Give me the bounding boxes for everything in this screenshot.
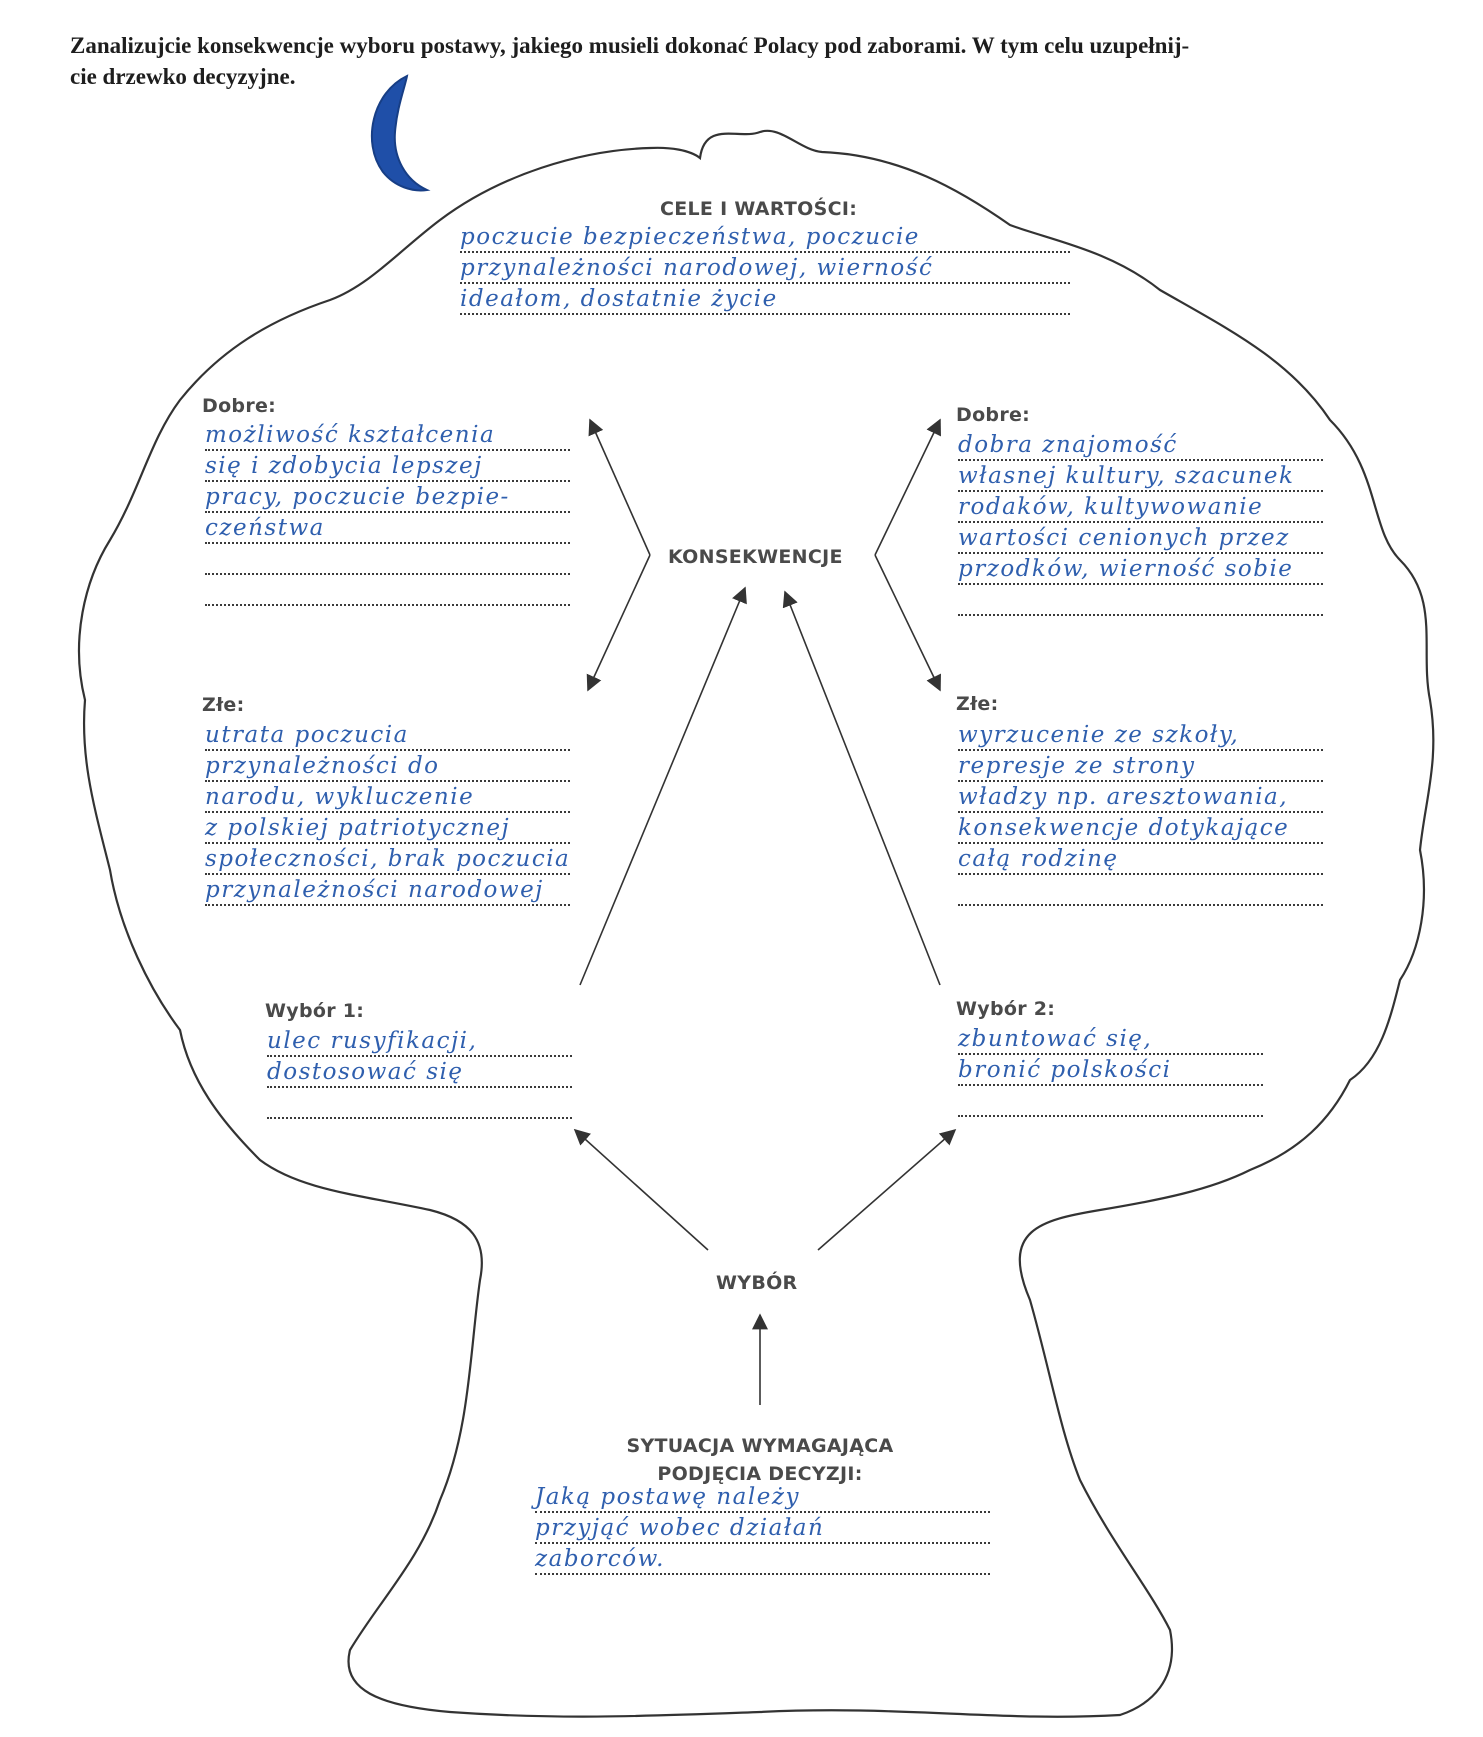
goals-field[interactable]: poczucie bezpieczeństwa, poczucie przyna… bbox=[460, 222, 1070, 315]
left-good-line-1: możliwość kształcenia bbox=[205, 422, 496, 448]
right-bad-line-4: konsekwencje dotykające bbox=[958, 815, 1290, 841]
choice2-line-2: bronić polskości bbox=[958, 1057, 1172, 1083]
left-good-heading: Dobre: bbox=[202, 395, 277, 417]
arrow-icon bbox=[817, 1128, 957, 1251]
right-bad-line-1: wyrzucenie ze szkoły, bbox=[958, 722, 1240, 748]
left-bad-heading: Złe: bbox=[202, 694, 245, 716]
choice2-field[interactable]: zbuntować się, bronić polskości bbox=[958, 1024, 1263, 1117]
situation-line-2: przyjąć wobec działań bbox=[535, 1515, 825, 1541]
right-bad-heading: Złe: bbox=[956, 693, 999, 715]
choice1-line-2: dostosować się bbox=[267, 1059, 464, 1085]
right-good-line-4: wartości cenionych przez bbox=[958, 525, 1290, 551]
arrow-icon bbox=[588, 418, 651, 556]
choice1-heading: Wybór 1: bbox=[265, 1000, 365, 1022]
arrow-icon bbox=[586, 554, 651, 692]
right-good-line-1: dobra znajomość bbox=[958, 432, 1178, 458]
instruction-line-1: Zanalizujcie konsekwencje wyboru postawy… bbox=[70, 33, 1190, 58]
right-bad-field[interactable]: wyrzucenie ze szkoły, represje ze strony… bbox=[958, 720, 1323, 906]
goals-line-3: ideałom, dostatnie życie bbox=[460, 286, 778, 312]
left-bad-line-5: społeczności, brak poczucia bbox=[205, 846, 571, 872]
right-bad-line-2: represje ze strony bbox=[958, 753, 1196, 779]
situation-heading-line-2: PODJĘCIA DECYZJI: bbox=[657, 1463, 863, 1485]
right-good-field[interactable]: dobra znajomość własnej kultury, szacune… bbox=[958, 430, 1323, 616]
arrow-icon bbox=[874, 418, 941, 556]
goals-line-2: przynależności narodowej, wierność bbox=[460, 255, 934, 281]
choice2-line-1: zbuntować się, bbox=[958, 1026, 1153, 1052]
situation-field[interactable]: Jaką postawę należy przyjąć wobec działa… bbox=[535, 1482, 990, 1575]
left-bad-line-4: z polskiej patriotycznej bbox=[205, 815, 511, 841]
choice-heading: WYBÓR bbox=[716, 1272, 798, 1294]
left-good-line-2: się i zdobycia lepszej bbox=[205, 453, 483, 479]
situation-line-3: zaborców. bbox=[535, 1546, 665, 1572]
instruction: Zanalizujcie konsekwencje wyboru postawy… bbox=[70, 30, 1470, 92]
left-bad-line-2: przynależności do bbox=[205, 753, 440, 779]
consequences-heading: KONSEKWENCJE bbox=[668, 546, 843, 568]
goals-line-1: poczucie bezpieczeństwa, poczucie bbox=[460, 224, 920, 250]
choice1-field[interactable]: ulec rusyfikacji, dostosować się bbox=[267, 1026, 572, 1119]
left-bad-line-1: utrata poczucia bbox=[205, 722, 409, 748]
instruction-line-2: cie drzewko decyzyjne. bbox=[70, 64, 296, 89]
choice1-line-1: ulec rusyfikacji, bbox=[267, 1028, 478, 1054]
right-good-heading: Dobre: bbox=[956, 404, 1031, 426]
arrow-icon bbox=[874, 554, 941, 692]
situation-heading: SYTUACJA WYMAGAJĄCA PODJĘCIA DECYZJI: bbox=[560, 1432, 960, 1488]
arrow-icon bbox=[782, 590, 941, 986]
choice2-heading: Wybór 2: bbox=[956, 998, 1056, 1020]
arrow-icon bbox=[579, 586, 747, 986]
right-bad-line-5: całą rodzinę bbox=[958, 846, 1119, 872]
goals-heading: CELE I WARTOŚCI: bbox=[660, 198, 858, 220]
left-bad-field[interactable]: utrata poczucia przynależności do narodu… bbox=[205, 720, 570, 906]
tree-outline bbox=[77, 129, 1435, 1718]
crescent-moon-icon bbox=[370, 74, 431, 192]
arrows bbox=[573, 418, 957, 1405]
situation-heading-line-1: SYTUACJA WYMAGAJĄCA bbox=[626, 1435, 894, 1457]
left-good-line-3: pracy, poczucie bezpie- bbox=[205, 484, 510, 510]
right-good-line-3: rodaków, kultywowanie bbox=[958, 494, 1264, 520]
right-bad-line-3: władzy np. aresztowania, bbox=[958, 784, 1289, 810]
left-good-line-4: czeństwa bbox=[205, 515, 325, 541]
left-good-field[interactable]: możliwość kształcenia się i zdobycia lep… bbox=[205, 420, 570, 606]
situation-line-1: Jaką postawę należy bbox=[535, 1484, 800, 1510]
right-good-line-5: przodków, wierność sobie bbox=[958, 556, 1294, 582]
right-good-line-2: własnej kultury, szacunek bbox=[958, 463, 1295, 489]
arrow-icon bbox=[573, 1128, 709, 1251]
left-bad-line-3: narodu, wykluczenie bbox=[205, 784, 475, 810]
left-bad-line-6: przynależności narodowej bbox=[205, 877, 544, 903]
